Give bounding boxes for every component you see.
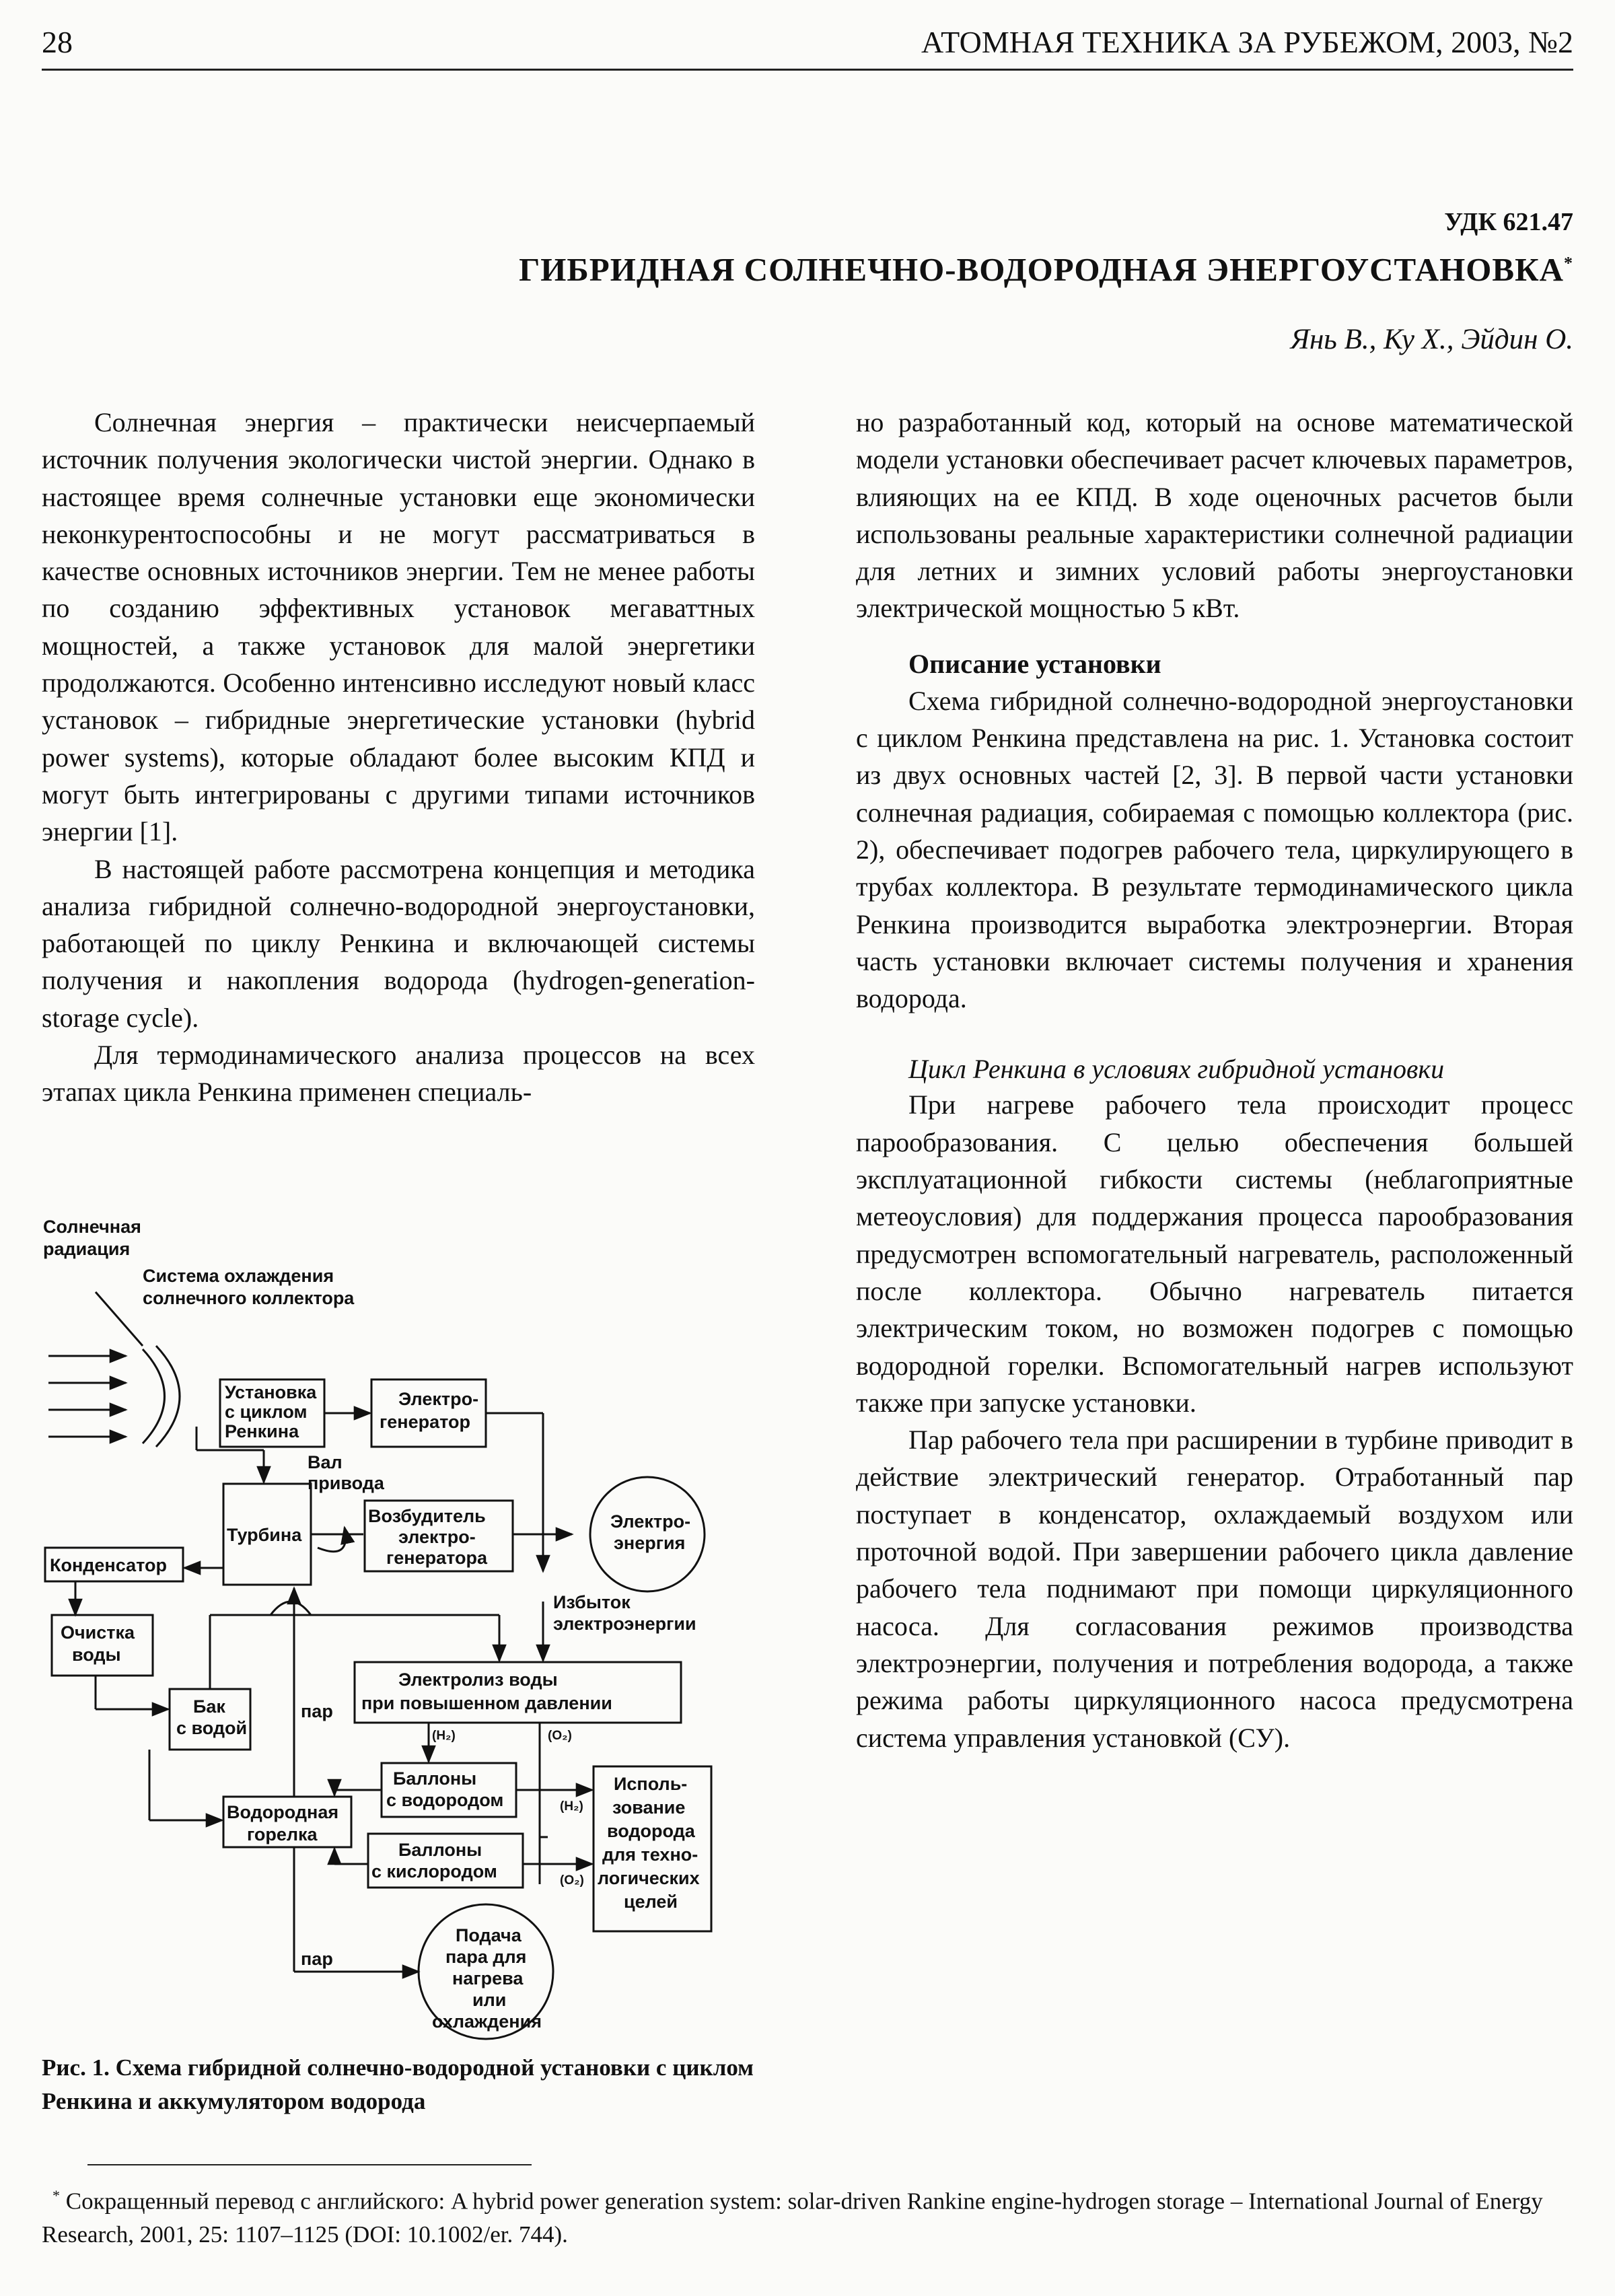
electricity-circle	[589, 1476, 706, 1593]
right-column: но разработанный код, который на основе …	[856, 404, 1573, 1756]
electrolysis-box	[353, 1661, 682, 1724]
label-rankine-2: с циклом	[225, 1402, 307, 1422]
figure-caption: Рис. 1. Схема гибридной солнечно-водород…	[42, 2054, 754, 2114]
label-solar-2: радиация	[43, 1239, 130, 1259]
label-h2-cyl-2: с водородом	[386, 1790, 503, 1810]
label-usage-4: для техно-	[602, 1844, 698, 1865]
label-burner-2: горелка	[247, 1824, 318, 1844]
paragraph: Схема гибридной солнечно-водородной энер…	[856, 685, 1573, 1014]
footnote-text: Сокращенный перевод с английского: A hyb…	[42, 2188, 1543, 2248]
label-turbine: Турбина	[227, 1525, 302, 1545]
label-usage-2: зование	[612, 1797, 685, 1818]
steam-supply-circle	[417, 1903, 554, 2040]
label-o2-cyl-1: Баллоны	[398, 1840, 482, 1860]
label-shaft-1: Вал	[308, 1452, 343, 1472]
journal-title: АТОМНАЯ ТЕХНИКА ЗА РУБЕЖОМ, 2003, №2	[921, 25, 1573, 59]
paragraph: Пар рабочего тела при расширении в турби…	[856, 1425, 1573, 1753]
label-electricity-2: энергия	[614, 1533, 685, 1553]
label-generator-2: генератор	[380, 1412, 470, 1432]
label-steam-1: пар	[301, 1701, 333, 1721]
paragraph: Для термодинамического анализа процессов…	[42, 1040, 755, 1108]
paragraph: При нагреве рабочего тела происходит про…	[856, 1089, 1573, 1418]
label-o2-b: (O₂)	[560, 1873, 584, 1888]
label-h2-a: (H₂)	[432, 1729, 456, 1743]
running-header: 28 АТОМНАЯ ТЕХНИКА ЗА РУБЕЖОМ, 2003, №2	[42, 15, 1573, 71]
label-supply-1: Подача	[456, 1925, 522, 1945]
footnote-mark: *	[52, 2187, 60, 2204]
label-supply-4: или	[472, 1990, 506, 2010]
label-electrolysis-2: при повышенном давлении	[361, 1693, 612, 1713]
article-authors: Янь В., Ку Х., Эйдин О.	[1290, 324, 1573, 355]
label-supply-2: пара для	[445, 1947, 526, 1967]
label-purification-2: воды	[72, 1645, 121, 1665]
label-exciter-1: Возбудитель	[368, 1506, 486, 1526]
label-steam-2: пар	[301, 1949, 333, 1969]
label-generator-1: Электро-	[398, 1389, 478, 1409]
paragraph: В настоящей работе рассмотрена концепция…	[42, 853, 755, 1033]
page-number: 28	[42, 25, 73, 59]
subsection-heading: Цикл Ренкина в условиях гибридной устано…	[908, 1054, 1445, 1085]
hydrogen-burner-box	[222, 1795, 353, 1849]
figure-diagram: Солнечная радиация Система охлаждения со…	[43, 1217, 713, 2040]
label-electrolysis-1: Электролиз воды	[398, 1670, 558, 1690]
label-purification-1: Очистка	[61, 1622, 135, 1643]
label-tank-2: с водой	[176, 1718, 247, 1738]
label-exciter-3: генератора	[386, 1548, 488, 1568]
label-shaft-2: привода	[308, 1473, 385, 1493]
footnote: * Сокращенный перевод с английского: A h…	[42, 2179, 1573, 2251]
label-surplus-2: электроэнергии	[553, 1614, 696, 1634]
label-usage-6: целей	[624, 1892, 678, 1912]
oxygen-cylinders-box	[367, 1832, 524, 1889]
udk-code: УДК 621.47	[1444, 208, 1573, 236]
section-heading: Описание установки	[908, 648, 1161, 679]
label-o2-a: (O₂)	[548, 1729, 572, 1743]
label-tank-1: Бак	[193, 1696, 225, 1717]
purification-box	[50, 1614, 154, 1677]
paragraph: но разработанный код, который на основе …	[856, 407, 1573, 624]
label-exciter-2: электро-	[398, 1527, 476, 1547]
hydrogen-usage-box	[592, 1765, 713, 1933]
label-rankine-1: Установка	[225, 1382, 317, 1402]
label-condenser: Конденсатор	[50, 1555, 167, 1575]
title-footnote-mark: *	[1564, 253, 1573, 273]
label-surplus-1: Избыток	[553, 1592, 631, 1612]
label-rankine-3: Ренкина	[225, 1421, 299, 1441]
article-title: ГИБРИДНАЯ СОЛНЕЧНО-ВОДОРОДНАЯ ЭНЕРГОУСТА…	[519, 250, 1573, 289]
footnote-divider	[87, 2164, 532, 2165]
label-supply-5: охлаждения	[432, 2011, 542, 2032]
article-title-text: ГИБРИДНАЯ СОЛНЕЧНО-ВОДОРОДНАЯ ЭНЕРГОУСТА…	[519, 251, 1564, 288]
label-h2-cyl-1: Баллоны	[393, 1768, 476, 1789]
paragraph: Солнечная энергия – практически неисчерп…	[42, 407, 755, 847]
label-burner-1: Водородная	[227, 1802, 338, 1822]
label-usage-1: Исполь-	[614, 1774, 687, 1794]
label-electricity-1: Электро-	[610, 1511, 690, 1532]
label-h2-b: (H₂)	[560, 1799, 583, 1814]
label-cooling-2: солнечного коллектора	[143, 1288, 355, 1308]
exciter-box	[363, 1499, 514, 1573]
label-cooling-1: Система охлаждения	[143, 1266, 334, 1286]
label-supply-3: нагрева	[452, 1968, 524, 1988]
label-usage-3: водорода	[607, 1821, 696, 1841]
label-solar-1: Солнечная	[43, 1217, 141, 1237]
label-usage-5: логических	[598, 1868, 700, 1888]
left-column: Солнечная энергия – практически неисчерп…	[42, 404, 755, 1111]
label-o2-cyl-2: с кислородом	[371, 1861, 497, 1881]
